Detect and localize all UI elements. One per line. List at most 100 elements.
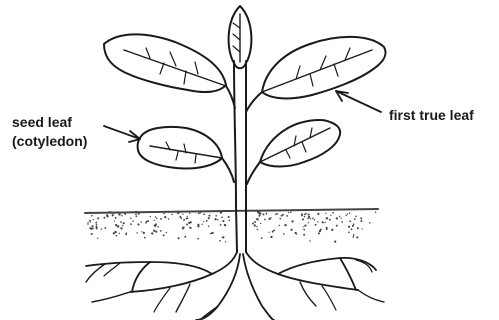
soil-dot	[304, 214, 306, 216]
soil-dot	[360, 217, 362, 219]
soil-dot	[256, 226, 257, 227]
right-cotyledon	[247, 120, 340, 184]
soil-dot	[282, 214, 283, 215]
soil-dot	[348, 226, 350, 228]
top-bud-leaf	[229, 6, 252, 68]
soil-dot	[113, 212, 115, 214]
soil-dot	[270, 217, 271, 218]
soil-dot	[146, 221, 148, 223]
soil-dot	[266, 213, 267, 214]
soil-dot	[143, 232, 145, 234]
soil-dot	[219, 240, 221, 242]
soil-dot	[197, 225, 199, 227]
soil-dot	[304, 216, 306, 218]
soil-dot	[208, 225, 210, 227]
soil-dot	[353, 223, 355, 225]
soil-dot	[168, 212, 169, 213]
soil-dot	[362, 228, 363, 229]
soil-dot	[124, 213, 126, 215]
soil-dot	[145, 222, 147, 224]
soil-dot	[210, 233, 211, 234]
soil-dot	[262, 213, 264, 215]
soil-dot	[288, 212, 289, 213]
soil-dot	[121, 215, 123, 217]
soil-dot	[336, 225, 338, 227]
soil-dot	[154, 220, 155, 221]
soil-dot	[317, 221, 318, 222]
soil-dot	[151, 232, 153, 234]
soil-dot	[126, 232, 127, 233]
soil-dot	[137, 223, 139, 225]
soil-dot	[89, 221, 91, 223]
soil-dot	[92, 225, 94, 227]
soil-dot	[168, 218, 170, 220]
soil-dot	[349, 213, 350, 214]
left-cotyledon	[138, 127, 234, 182]
soil-dot	[95, 222, 97, 224]
soil-dot	[354, 218, 356, 220]
soil-dot	[177, 212, 179, 214]
soil-dot	[114, 220, 115, 221]
soil-dot	[136, 232, 137, 233]
soil-dot	[220, 211, 222, 213]
soil-dot	[144, 237, 146, 239]
soil-dot	[89, 212, 91, 214]
soil-dot	[179, 216, 181, 218]
soil-dot	[279, 218, 281, 220]
soil-dot	[291, 220, 293, 222]
soil-dot	[166, 232, 167, 233]
soil-dot	[318, 213, 319, 214]
soil-dot	[304, 224, 306, 226]
soil-dot	[261, 237, 263, 239]
soil-dot	[157, 226, 159, 228]
soil-dot	[275, 213, 277, 215]
soil-dot	[345, 215, 346, 216]
soil-dot	[325, 213, 326, 214]
soil-dot	[352, 225, 354, 227]
soil-dot	[120, 227, 122, 229]
soil-dot	[199, 211, 201, 213]
soil-surface	[85, 209, 378, 243]
soil-dot	[163, 213, 165, 215]
soil-dot	[206, 220, 208, 222]
soil-dot	[353, 234, 355, 236]
soil-dot	[150, 216, 151, 217]
soil-dot	[257, 229, 259, 231]
soil-dot	[125, 233, 127, 235]
soil-dot	[301, 214, 303, 216]
soil-dot	[254, 224, 256, 226]
soil-dot	[273, 229, 275, 231]
soil-dot	[259, 212, 261, 214]
soil-dot	[202, 224, 203, 225]
soil-dot	[330, 215, 331, 216]
soil-dot	[303, 234, 305, 236]
soil-dot	[140, 221, 142, 223]
soil-dot	[160, 230, 162, 232]
soil-dot	[122, 225, 123, 226]
soil-dot	[268, 232, 269, 233]
soil-dot	[96, 227, 98, 229]
first-true-leaf-label: first true leaf	[389, 106, 474, 125]
soil-dot	[322, 221, 324, 223]
soil-dot	[189, 227, 191, 229]
soil-dot	[283, 233, 285, 235]
soil-dot	[147, 220, 149, 222]
soil-dot	[123, 212, 124, 213]
soil-dot	[197, 238, 199, 240]
soil-dot	[118, 213, 120, 215]
soil-dot	[135, 211, 137, 213]
soil-dot	[224, 224, 226, 226]
soil-dot	[336, 217, 338, 219]
soil-dot	[258, 215, 260, 217]
soil-dot	[130, 223, 132, 225]
soil-dot	[178, 237, 180, 239]
soil-dot	[215, 215, 217, 217]
soil-dot	[164, 216, 166, 218]
soil-dot	[190, 221, 192, 223]
soil-dot	[340, 217, 341, 218]
soil-dot	[360, 220, 362, 222]
soil-dot	[310, 218, 311, 219]
soil-dot	[135, 215, 137, 217]
soil-dot	[183, 219, 185, 221]
